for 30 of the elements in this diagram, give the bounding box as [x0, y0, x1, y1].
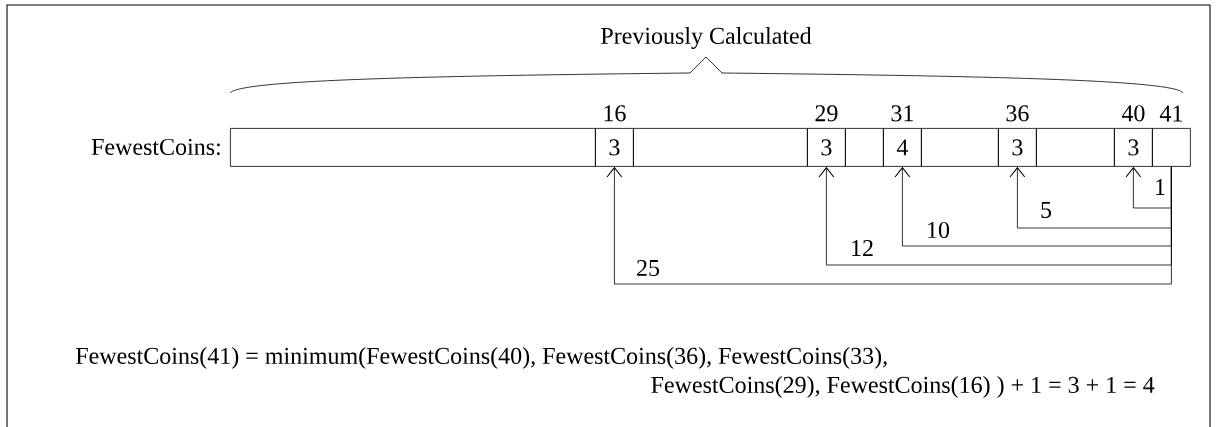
- index-number: 31: [891, 105, 913, 122]
- empty-cell: [1036, 128, 1115, 167]
- edge-label: 12: [848, 238, 876, 258]
- arrow: [894, 166, 1172, 247]
- empty-cell: [633, 128, 808, 167]
- index-number: 16: [604, 105, 626, 122]
- edge-label: 1: [1152, 177, 1168, 197]
- edge-label: 25: [634, 258, 662, 278]
- index-number: 36: [1006, 105, 1029, 122]
- array-cell: 4: [883, 128, 922, 167]
- edge-label: 5: [1038, 200, 1054, 220]
- index-number: 29: [815, 105, 838, 122]
- array-cell: 3: [807, 128, 846, 167]
- empty-cell: [845, 128, 884, 167]
- edge-label: 10: [924, 220, 952, 240]
- index-number: 41: [1159, 105, 1182, 122]
- arrow: [606, 166, 1172, 285]
- empty-cell: [230, 128, 596, 167]
- formula-text: FewestCoins(29), FewestCoins(16) ) + 1 = 3 + 1 = 4: [651, 376, 1155, 398]
- empty-cell: [921, 128, 999, 167]
- array-cell: 3: [1114, 128, 1153, 167]
- empty-cell: [1152, 128, 1191, 167]
- arrow: [1125, 166, 1172, 209]
- arrow: [1009, 166, 1172, 229]
- brace-label: Previously Calculated: [601, 27, 812, 49]
- array-cell: 3: [595, 128, 634, 167]
- arrow: [818, 166, 1172, 266]
- formula-text: FewestCoins(41) = minimum(FewestCoins(40), FewestCoins(36), FewestCoins(33),: [75, 347, 887, 369]
- index-number: 40: [1121, 105, 1145, 122]
- array-cell: 3: [998, 128, 1037, 167]
